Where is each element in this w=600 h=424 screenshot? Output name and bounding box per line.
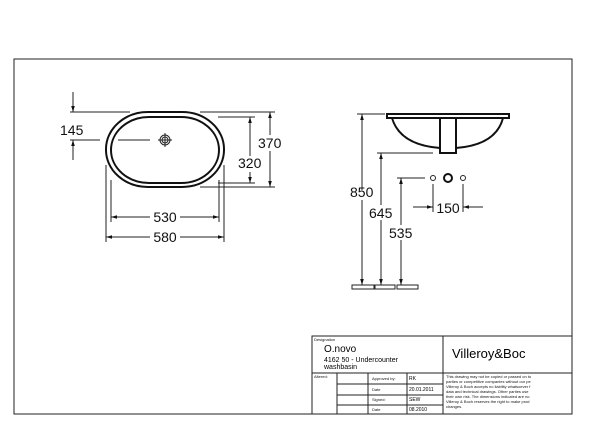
designation-label: Designation — [314, 337, 335, 342]
drawing-line — [311, 335, 573, 415]
dim-label-850: 850 — [350, 184, 374, 200]
dim-label-580: 580 — [153, 229, 177, 245]
drawing-frame — [13, 58, 573, 415]
dim-label-370: 370 — [258, 135, 282, 151]
plan-view: 145 370 320 530 580 — [60, 92, 288, 245]
drawing-text: their own risk. The dimensions indicated… — [446, 394, 530, 399]
drawing-line — [237, 156, 267, 172]
countertop — [386, 113, 510, 119]
side-view: 850 645 535 150 — [350, 113, 510, 290]
signed-label: Signed: — [372, 397, 386, 402]
altered-label: Altered: — [314, 374, 328, 379]
product-description-line2: washbasin — [323, 364, 357, 371]
title-block: Designation O.novo 4162 50 - Undercounte… — [311, 335, 573, 415]
brand-logo: Villeroy&Boc — [452, 346, 526, 361]
dim-label-645: 645 — [369, 205, 393, 221]
approved-value: RK — [409, 376, 417, 382]
drain-pipe — [439, 118, 457, 154]
dim-label-320: 320 — [238, 155, 262, 171]
basin-inner-outline — [110, 116, 220, 184]
drawing-text: data and technical drawings. Other parti… — [446, 389, 529, 394]
drawing-text: Villeroy & Boch reserves the right to ma… — [446, 399, 530, 404]
tap-hole-left-icon — [430, 175, 436, 181]
drawing-text: parties or competitive companies without… — [446, 379, 531, 384]
drawing-line — [256, 135, 288, 151]
drawing-text: Villeroy & Boch accepts no liability wha… — [446, 384, 531, 389]
date-value: 20.01.2011 — [409, 387, 434, 393]
date-label: Date — [372, 387, 381, 392]
product-description-line1: 4162 50 - Undercounter — [324, 357, 399, 364]
signed-value: SEW — [409, 397, 421, 403]
dim-label-535: 535 — [389, 225, 413, 241]
tap-hole-right-icon — [460, 175, 466, 181]
drawing-text: changes. — [446, 404, 462, 409]
spout-hole-icon — [443, 173, 453, 183]
dim-label-145: 145 — [60, 122, 84, 138]
dim-label-150: 150 — [436, 200, 460, 216]
floor-block — [396, 284, 419, 290]
floor-block — [374, 284, 396, 290]
drawing-text: This drawing may not be copied or passed… — [446, 374, 532, 379]
disclaimer-text: This drawing may not be copied or passed… — [446, 374, 532, 409]
drain-icon — [158, 133, 172, 147]
bowl-outline — [391, 117, 504, 149]
approved-label: Approved by: — [372, 376, 396, 381]
date2-value: 08.2010 — [409, 407, 427, 413]
dim-label-530: 530 — [153, 209, 177, 225]
floor-block — [351, 284, 375, 290]
product-name: O.novo — [324, 344, 357, 355]
date2-label: Date — [372, 407, 381, 412]
basin-outer-outline — [105, 111, 225, 188]
